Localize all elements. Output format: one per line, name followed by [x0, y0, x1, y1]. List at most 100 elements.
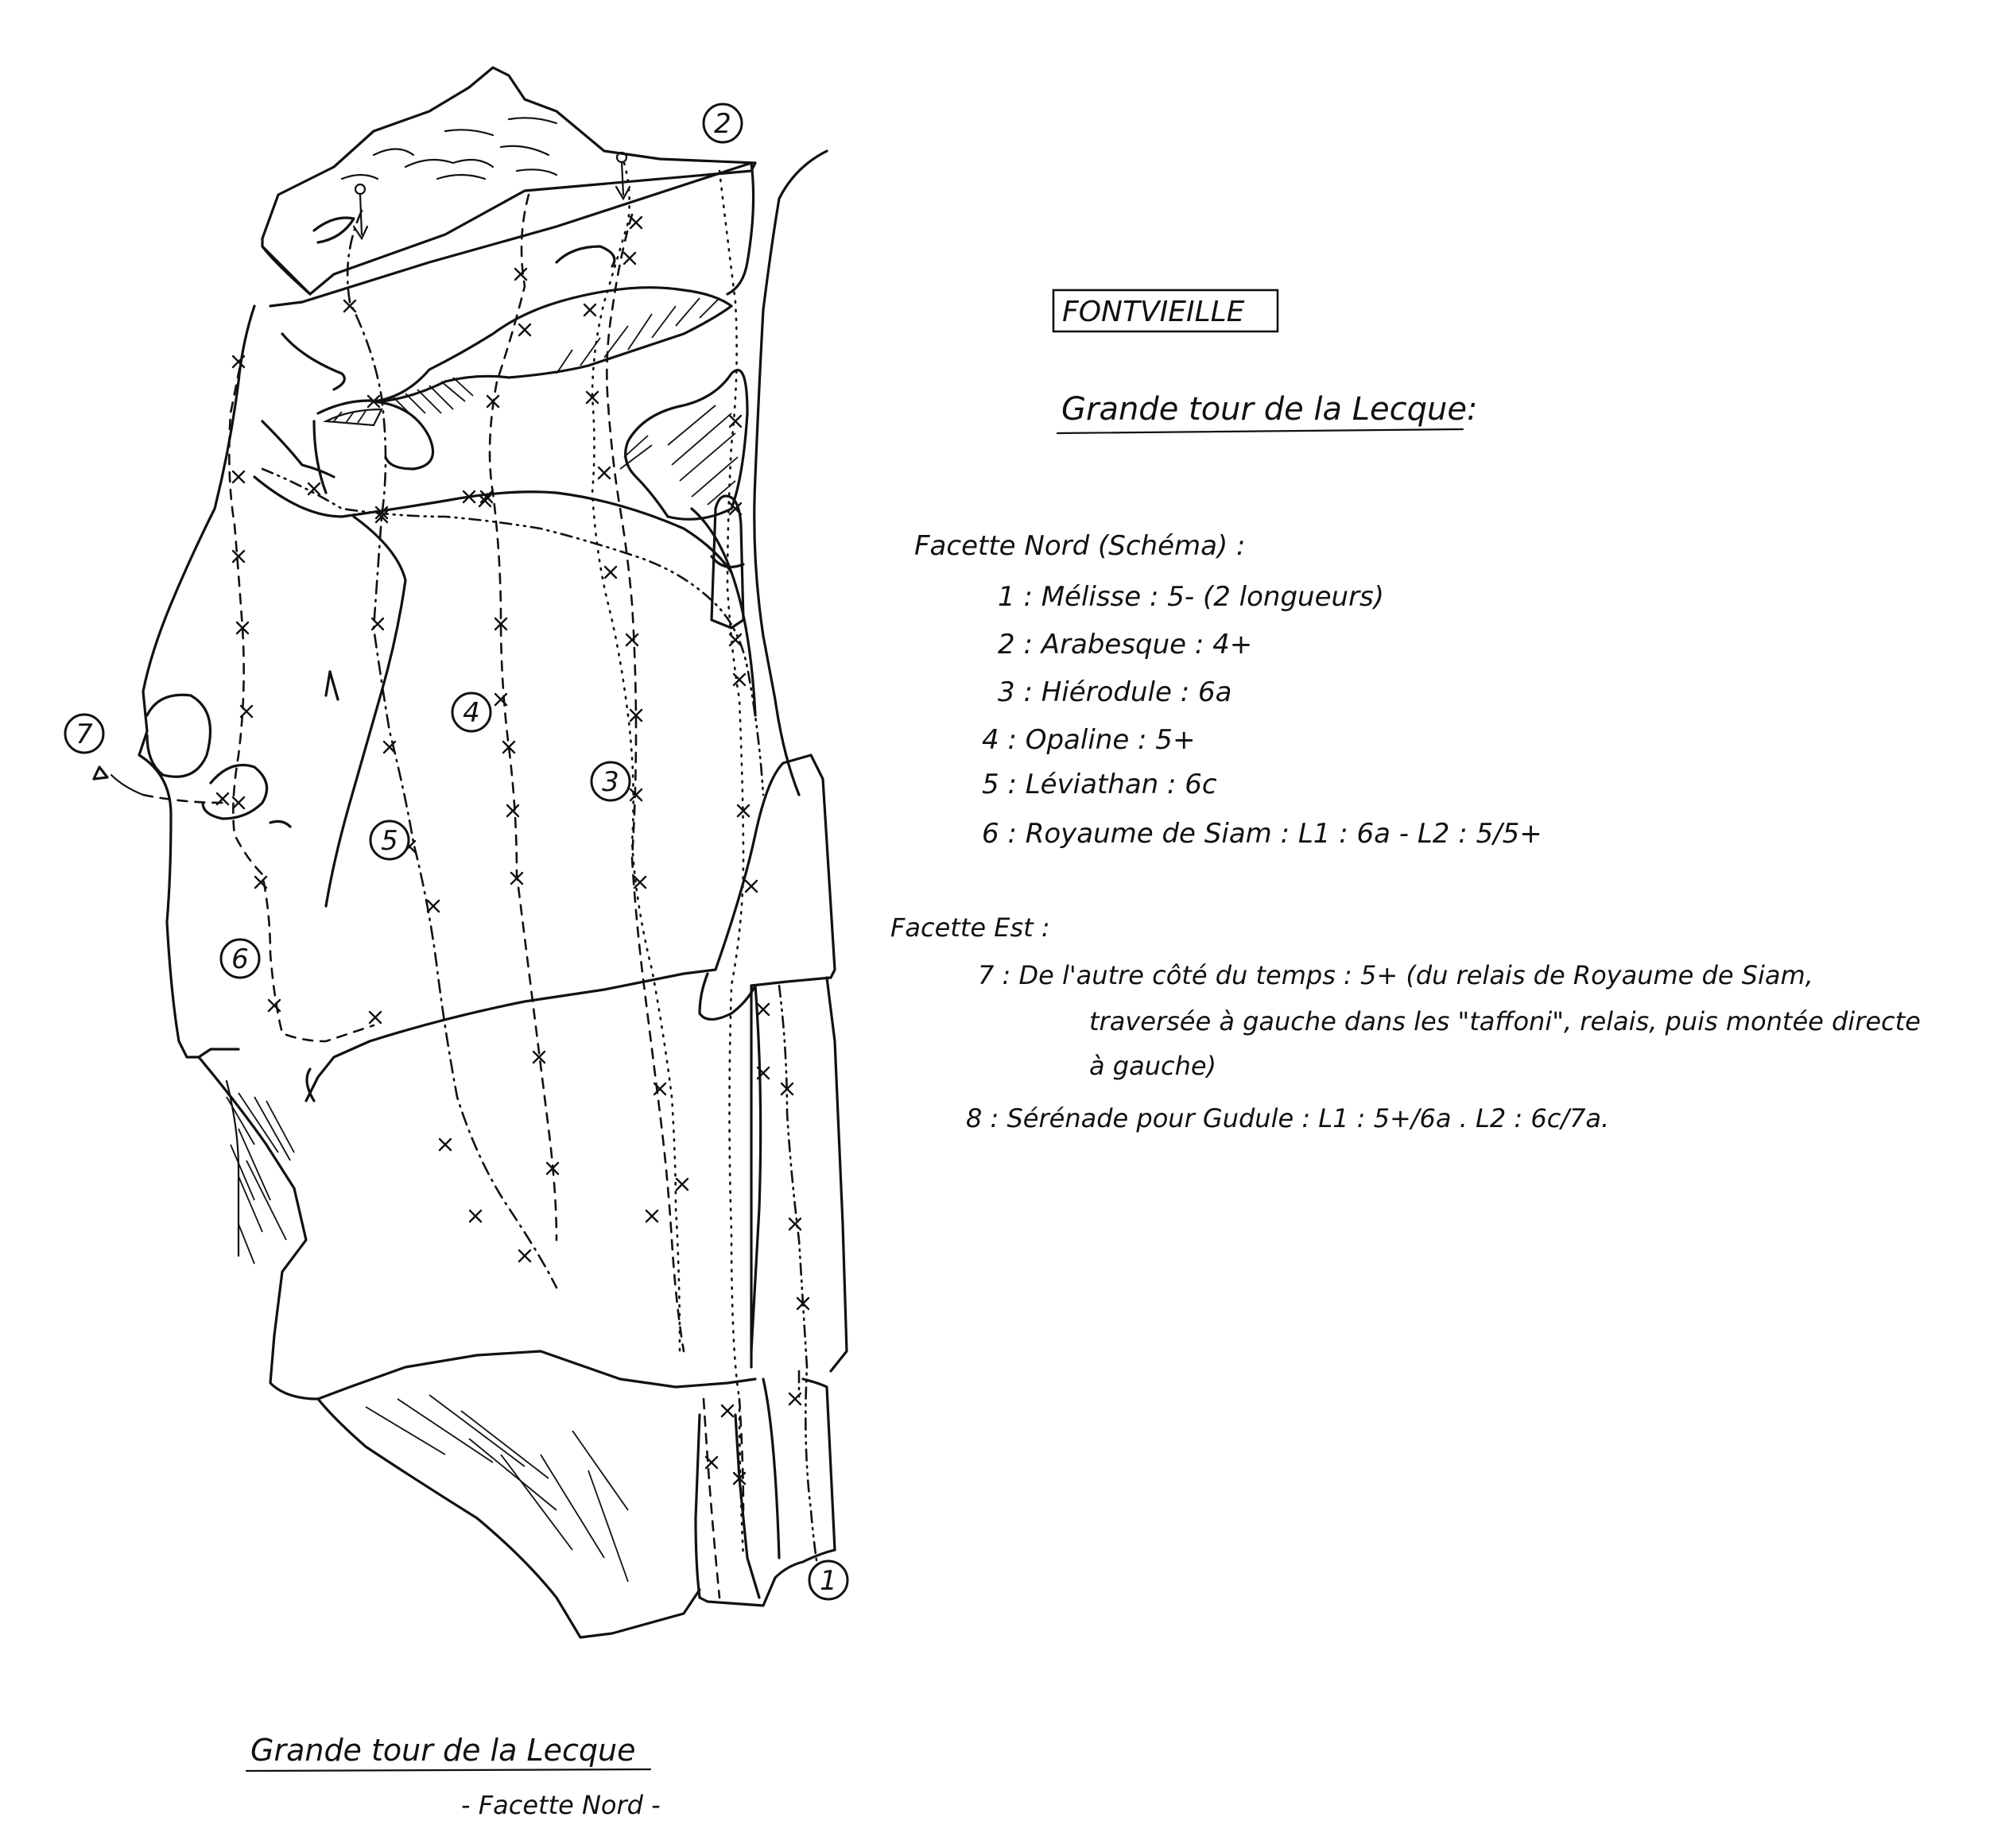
bolt-mark: [788, 1217, 802, 1231]
bolt-mark: [368, 1010, 382, 1025]
crag-title: Grande tour de la Lecque:: [1061, 391, 1477, 428]
north-route-4: 4 : Opaline : 5+: [982, 724, 1195, 756]
bolt-mark: [231, 354, 246, 369]
bolt-mark: [382, 740, 397, 754]
bolt-mark: [625, 633, 639, 647]
bolt-mark: [629, 708, 643, 723]
rock-outline: [138, 66, 848, 1639]
bolt-mark: [756, 1002, 770, 1017]
bolt-mark: [744, 879, 758, 893]
bolt-mark: [510, 871, 524, 885]
svg-text:2: 2: [714, 108, 731, 140]
bolt-mark: [629, 215, 643, 230]
route-marker-2: 2: [702, 103, 743, 144]
north-route-1: 1 : Mélisse : 5- (2 longueurs): [998, 581, 1384, 613]
bolt-mark: [545, 1161, 560, 1176]
bolt-mark: [756, 1066, 770, 1080]
bolt-mark: [506, 804, 520, 818]
bolt-mark: [426, 899, 440, 913]
bolt-mark: [370, 617, 385, 631]
bolt-mark: [231, 796, 246, 810]
north-route-6: 6 : Royaume de Siam : L1 : 6a - L2 : 5/5…: [982, 818, 1542, 850]
bolt-mark: [728, 502, 743, 516]
bolt-mark: [267, 998, 281, 1013]
area-name: FONTVIEILLE: [1062, 296, 1245, 328]
bolt-mark: [438, 1137, 452, 1152]
route-marker-1: 1: [808, 1559, 849, 1601]
bolt-mark: [254, 875, 268, 889]
bolt-mark: [235, 621, 250, 635]
route-7-arrow: [92, 765, 109, 781]
bolt-mark: [736, 804, 751, 818]
bolt-mark: [494, 692, 508, 707]
bolt-mark: [732, 672, 747, 687]
route-marker-4: 4: [451, 692, 492, 733]
svg-text:4: 4: [463, 697, 480, 729]
bolt-mark: [468, 1209, 483, 1223]
east-route-7-line2: traversée à gauche dans les "taffoni", r…: [1089, 1006, 1921, 1036]
bolt-mark: [367, 394, 381, 409]
route-marker-3: 3: [590, 761, 631, 802]
bolt-mark: [796, 1296, 810, 1311]
north-route-2: 2 : Arabesque : 4+: [998, 629, 1252, 661]
caption-title: Grande tour de la Lecque: [250, 1733, 635, 1768]
bolt-mark: [675, 1177, 689, 1191]
svg-text:6: 6: [231, 943, 249, 975]
bolt-mark: [788, 1392, 802, 1406]
bolt-mark: [518, 323, 532, 337]
bolt-mark: [728, 414, 743, 428]
route-marker-6: 6: [219, 938, 261, 979]
bolt-mark: [231, 549, 246, 564]
area-name-box: [1052, 289, 1279, 333]
route-lines: [110, 161, 824, 1599]
bolts: [215, 215, 810, 1486]
bolt-mark: [518, 1249, 532, 1263]
north-route-3: 3 : Hiérodule : 6a: [998, 676, 1231, 708]
route-marker-7: 7: [64, 713, 105, 754]
bolt-mark: [374, 509, 389, 524]
east-route-8: 8 : Sérénade pour Gudule : L1 : 5+/6a . …: [966, 1103, 1609, 1133]
bolt-mark: [603, 565, 618, 579]
bolt-mark: [239, 704, 254, 719]
bolt-mark: [732, 1471, 747, 1486]
bolt-mark: [374, 506, 389, 520]
east-route-7-line1: 7 : De l'autre côté du temps : 5+ (du re…: [978, 960, 1813, 990]
bolt-mark: [728, 633, 743, 647]
bolt-mark: [494, 617, 508, 631]
svg-text:7: 7: [76, 719, 93, 750]
bolt-mark: [633, 875, 647, 889]
hatched-overhangs: [225, 117, 739, 1583]
bolt-mark: [597, 466, 611, 480]
north-route-5: 5 : Léviathan : 6c: [982, 769, 1217, 800]
bolt-mark: [343, 299, 357, 313]
bolt-mark: [720, 1404, 735, 1418]
bolt-mark: [478, 494, 492, 508]
bolt-mark: [514, 267, 528, 281]
bolt-mark: [623, 251, 637, 265]
east-face-heading: Facette Est :: [890, 912, 1050, 943]
svg-text:3: 3: [602, 766, 619, 798]
bolt-mark: [583, 303, 597, 317]
bolt-mark: [502, 740, 516, 754]
bolt-mark: [215, 792, 230, 806]
anchor-left: [352, 183, 369, 241]
bolt-mark: [645, 1209, 659, 1223]
bolt-mark: [307, 482, 321, 496]
bolt-mark: [486, 394, 500, 409]
bolt-mark: [780, 1082, 794, 1096]
svg-text:5: 5: [381, 825, 398, 857]
bolt-mark: [462, 490, 476, 504]
route-marker-5: 5: [369, 819, 410, 861]
bolt-mark: [585, 390, 599, 405]
north-face-heading: Facette Nord (Schéma) :: [914, 530, 1245, 562]
svg-text:1: 1: [820, 1565, 837, 1597]
caption-underline: [245, 1768, 652, 1772]
bolt-mark: [479, 490, 494, 504]
bolt-mark: [231, 470, 246, 484]
east-route-7-line3: à gauche): [1089, 1051, 1216, 1081]
caption-subtitle: - Facette Nord -: [461, 1790, 661, 1820]
bolt-mark: [704, 1455, 719, 1470]
crag-title-underline: [1056, 428, 1464, 435]
bolt-mark: [653, 1082, 667, 1096]
